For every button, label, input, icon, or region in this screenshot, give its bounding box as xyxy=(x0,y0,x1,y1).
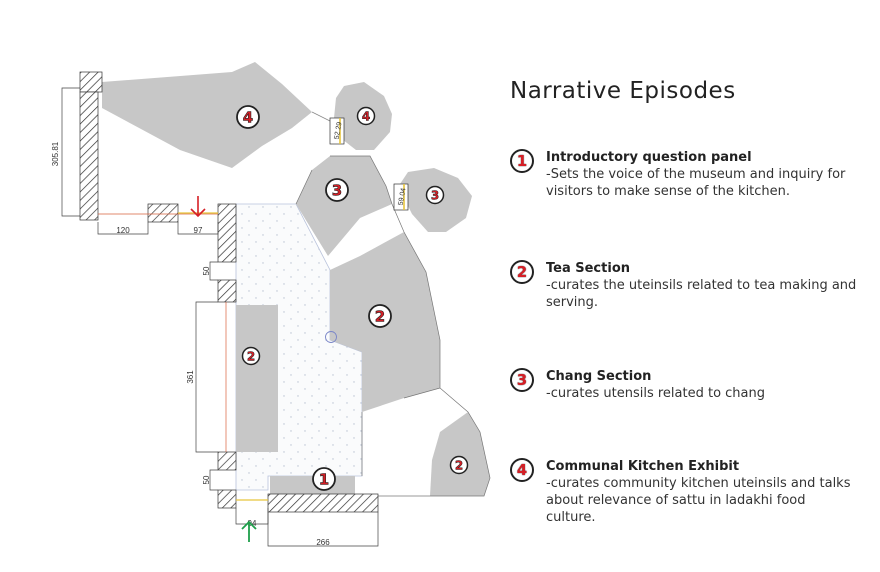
dim-305: 305.81 xyxy=(51,141,60,166)
episode-number-badge: 4 xyxy=(510,458,534,482)
episode-title: Tea Section xyxy=(546,261,630,276)
episode-description: -curates community kitchen uteinsils and… xyxy=(546,476,851,525)
wall-top-left xyxy=(79,71,103,93)
marker-4-large: 4 xyxy=(236,105,260,129)
episode-description: -curates the uteinsils related to tea ma… xyxy=(546,278,857,310)
dim-97: 97 xyxy=(194,226,203,235)
episode-number-badge: 2 xyxy=(510,260,534,284)
wall-inner-1 xyxy=(217,203,237,263)
panel-title: Narrative Episodes xyxy=(510,78,736,104)
episode-description: -Sets the voice of the museum and inquir… xyxy=(546,167,846,199)
wall-inner-4 xyxy=(217,489,237,509)
wall-inner-2 xyxy=(217,279,237,303)
dim-120: 120 xyxy=(116,226,130,235)
dim-266: 266 xyxy=(316,538,330,547)
marker-2-corner: 2 xyxy=(449,455,469,475)
svg-text:3: 3 xyxy=(332,182,342,200)
svg-text:3: 3 xyxy=(431,189,439,203)
wall-left xyxy=(79,91,99,221)
marker-4-small: 4 xyxy=(356,106,376,126)
wall-inner-3 xyxy=(217,451,237,471)
zone-4-large xyxy=(102,62,312,168)
marker-1: 1 xyxy=(312,467,336,491)
zone-2-corner xyxy=(430,412,490,496)
dim-50-top: 50 xyxy=(202,266,211,275)
episode-description: -curates utensils related to chang xyxy=(546,386,766,401)
zone-2-side xyxy=(236,305,278,452)
gallery-outline xyxy=(295,155,491,497)
column-marker xyxy=(325,331,337,343)
marker-2-side: 2 xyxy=(241,346,261,366)
episode-title: Chang Section xyxy=(546,369,652,384)
arrow-up-icon xyxy=(241,520,257,542)
svg-text:2: 2 xyxy=(455,459,463,473)
dim-59: 59.04 xyxy=(398,187,408,206)
arrow-down-icon xyxy=(190,196,206,218)
episode-title: Communal Kitchen Exhibit xyxy=(546,459,740,474)
svg-text:1: 1 xyxy=(319,471,329,489)
episode-number-badge: 1 xyxy=(510,149,534,173)
marker-3-large: 3 xyxy=(325,178,349,202)
marker-2-large: 2 xyxy=(368,304,392,328)
wall-bottom xyxy=(267,493,379,513)
svg-text:4: 4 xyxy=(362,110,370,124)
episode-number-badge: 3 xyxy=(510,368,534,392)
svg-text:2: 2 xyxy=(375,308,385,326)
marker-3-small: 3 xyxy=(425,185,445,205)
svg-text:2: 2 xyxy=(247,350,255,364)
svg-text:4: 4 xyxy=(243,109,253,127)
dim-94: 94 xyxy=(248,519,257,528)
dim-50-bottom: 50 xyxy=(202,475,211,484)
dim-361: 361 xyxy=(186,370,195,384)
wall-mid xyxy=(147,203,179,223)
zone-3-large xyxy=(296,156,392,256)
episode-title: Introductory question panel xyxy=(546,150,752,165)
dim-52: 52.29 xyxy=(334,121,344,140)
